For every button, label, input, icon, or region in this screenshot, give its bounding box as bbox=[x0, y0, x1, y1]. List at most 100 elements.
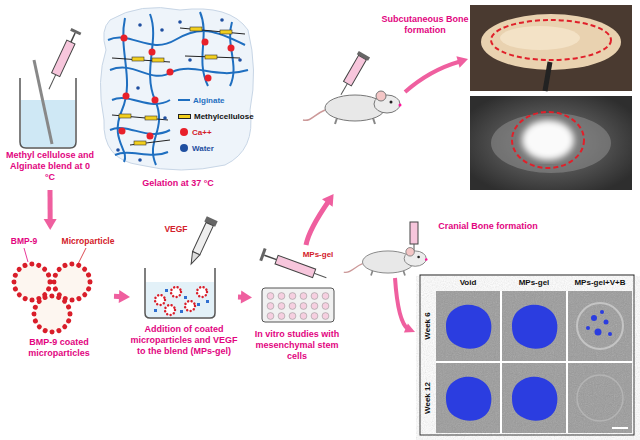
gel-network bbox=[100, 8, 253, 170]
legend-row: Methylcellulose bbox=[178, 109, 254, 123]
callout-label: Microparticle bbox=[62, 236, 115, 246]
gel-network bbox=[123, 93, 130, 100]
legend-swatch bbox=[178, 99, 190, 101]
subcutaneous-mouse bbox=[341, 84, 348, 95]
legend-row: Alginate bbox=[178, 93, 225, 107]
explant-photo bbox=[470, 5, 632, 91]
cranial-mouse bbox=[395, 278, 408, 329]
beaker-blend bbox=[44, 28, 81, 92]
micro-ct-panel bbox=[446, 377, 491, 421]
micro-ct-panel bbox=[500, 291, 502, 433]
step-group: Subcutaneous Bone formation bbox=[300, 2, 636, 194]
mixing-beaker bbox=[180, 310, 183, 313]
step-group: Cranial Bone formation bbox=[352, 215, 636, 437]
mixing-beaker bbox=[197, 287, 207, 297]
gel-network bbox=[220, 30, 232, 34]
mixing-beaker bbox=[146, 282, 214, 317]
micro-ct-panel bbox=[577, 375, 623, 421]
mixing-beaker bbox=[187, 251, 199, 265]
micro-ct-panel bbox=[436, 291, 632, 433]
subcutaneous-mouse bbox=[405, 62, 460, 93]
step-caption: Gelation at 37 °C bbox=[128, 178, 228, 189]
explant-photo bbox=[500, 26, 580, 50]
gel-network bbox=[163, 116, 167, 120]
arrow-head bbox=[119, 290, 130, 303]
gel-network bbox=[188, 58, 192, 62]
micro-ct-panel bbox=[420, 275, 634, 435]
mixing-beaker bbox=[186, 216, 218, 266]
gel-network bbox=[149, 49, 156, 56]
flow-arrow bbox=[114, 290, 130, 303]
coated-microparticles bbox=[34, 296, 70, 332]
gel-network bbox=[108, 12, 248, 165]
arrow-head bbox=[322, 194, 334, 207]
syringe-and-plate bbox=[262, 288, 334, 322]
mixing-beaker bbox=[171, 287, 181, 297]
micro-ct-panel bbox=[446, 305, 491, 349]
micro-ct-panel bbox=[595, 329, 602, 336]
step-caption: Cranial Bone formation bbox=[418, 221, 558, 232]
gel-network bbox=[108, 31, 245, 45]
legend-row: Water bbox=[178, 141, 214, 155]
micro-ct-panel bbox=[512, 305, 557, 349]
gel-network bbox=[205, 75, 212, 82]
legend-text: Alginate bbox=[193, 96, 225, 105]
gel-network bbox=[119, 128, 126, 135]
gel-network bbox=[112, 58, 170, 62]
mixing-beaker bbox=[165, 305, 175, 315]
gel-network bbox=[172, 69, 248, 73]
micro-ct-panel bbox=[577, 303, 623, 349]
gel-network bbox=[136, 86, 140, 90]
flow-line bbox=[48, 190, 53, 222]
gel-network bbox=[112, 28, 245, 145]
xray-image bbox=[470, 96, 632, 190]
micro-ct-panel bbox=[612, 427, 628, 429]
gel-network bbox=[147, 133, 154, 140]
gel-network bbox=[119, 114, 131, 118]
step-group: Addition of coated microparticles and VE… bbox=[130, 222, 238, 372]
cranial-mouse bbox=[404, 323, 415, 332]
micro-ct-panel bbox=[600, 310, 604, 314]
micro-ct-panel bbox=[604, 320, 609, 325]
subcutaneous-mouse bbox=[303, 91, 402, 124]
legend-swatch bbox=[178, 114, 191, 119]
syringe-and-plate bbox=[259, 248, 334, 322]
beaker-blend bbox=[52, 40, 75, 76]
mixing-beaker bbox=[154, 289, 209, 313]
syringe-and-plate bbox=[264, 255, 276, 259]
explant-photo bbox=[470, 5, 632, 91]
step-caption: In vitro studies with mesenchymal stem c… bbox=[252, 329, 342, 361]
micro-ct-panel bbox=[608, 332, 612, 336]
gel-network bbox=[119, 35, 235, 140]
beaker-blend bbox=[20, 28, 81, 148]
gel-network bbox=[134, 141, 146, 145]
row-header: Week 12 bbox=[423, 382, 433, 414]
coated-microparticles bbox=[24, 248, 28, 262]
gel-network bbox=[100, 8, 253, 170]
gel-network bbox=[121, 35, 128, 42]
gel-network bbox=[138, 158, 142, 162]
micro-ct-panel bbox=[436, 361, 632, 363]
gel-network bbox=[116, 18, 242, 162]
arrow-head bbox=[44, 219, 57, 230]
row-header: Week 6 bbox=[423, 312, 433, 339]
coated-microparticles bbox=[14, 264, 90, 332]
legend-text: Water bbox=[192, 144, 214, 153]
gel-network bbox=[118, 18, 127, 162]
gel-network bbox=[110, 68, 172, 76]
gel-network bbox=[185, 56, 240, 58]
coated-microparticles bbox=[54, 264, 90, 300]
gel-network bbox=[145, 116, 157, 120]
step-caption: BMP-9 coated microparticles bbox=[9, 337, 109, 359]
subcutaneous-mouse bbox=[335, 51, 370, 98]
mixing-beaker bbox=[165, 289, 168, 292]
mixing-beaker bbox=[155, 295, 165, 305]
legend-row: Ca++ bbox=[178, 125, 212, 139]
xray-image bbox=[491, 113, 611, 173]
xray-image bbox=[522, 120, 574, 160]
cranial-mouse bbox=[410, 222, 418, 244]
column-header: MPs-gel+V+B bbox=[574, 278, 625, 288]
